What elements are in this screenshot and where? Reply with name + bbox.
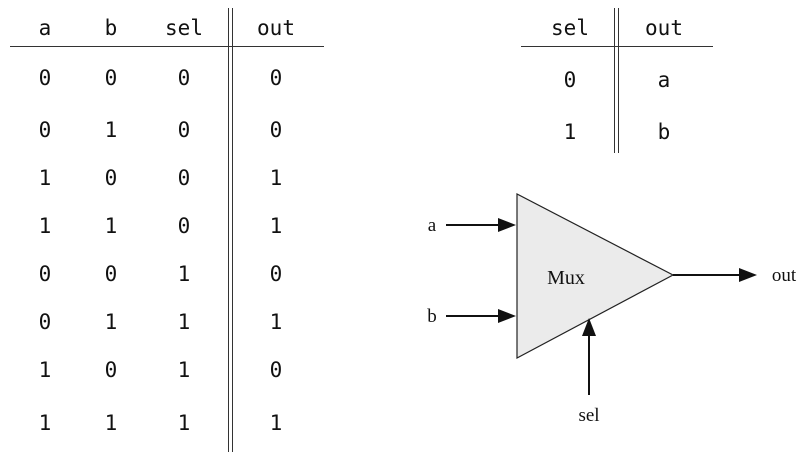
truth-table-cell: 1 (38, 358, 52, 382)
summary-table-cell: b (657, 120, 671, 144)
summary-table-cell: a (657, 68, 671, 92)
truth-table-header-rule (10, 46, 324, 47)
truth-table-header-out: out (257, 16, 295, 40)
truth-table-cell: 1 (104, 310, 118, 334)
truth-table-cell: 0 (177, 166, 191, 190)
truth-table-cell: 0 (177, 118, 191, 142)
truth-table-cell: 0 (104, 262, 118, 286)
truth-table-cell: 1 (38, 166, 52, 190)
truth-table-cell: 1 (269, 166, 283, 190)
input-a-arrowhead (498, 218, 516, 232)
truth-table-cell: 1 (269, 310, 283, 334)
truth-table-header-a: a (38, 16, 52, 40)
truth-table-cell: 0 (177, 214, 191, 238)
truth-table-cell: 1 (177, 262, 191, 286)
summary-table-cell: 1 (563, 120, 577, 144)
truth-table-cell: 0 (38, 310, 52, 334)
truth-table-cell: 0 (269, 66, 283, 90)
output-arrowhead (739, 268, 757, 282)
summary-table-divider-right (618, 8, 619, 153)
truth-table-divider-right (232, 8, 233, 452)
truth-table-cell: 1 (177, 411, 191, 435)
summary-table-header-out: out (645, 16, 683, 40)
truth-table-cell: 1 (104, 118, 118, 142)
truth-table-cell: 0 (104, 66, 118, 90)
mux-label: Mux (547, 267, 585, 289)
input-a-label: a (428, 215, 437, 236)
truth-table-cell: 0 (177, 66, 191, 90)
truth-table-cell: 1 (38, 411, 52, 435)
truth-table-cell: 1 (104, 411, 118, 435)
output-label: out (772, 265, 797, 286)
truth-table-cell: 0 (38, 262, 52, 286)
truth-table-cell: 1 (177, 358, 191, 382)
truth-table-cell: 0 (104, 166, 118, 190)
truth-table-cell: 1 (269, 214, 283, 238)
truth-table-cell: 0 (38, 66, 52, 90)
truth-table-header-sel: sel (165, 16, 203, 40)
mux-block (516, 193, 675, 359)
truth-table-cell: 0 (269, 118, 283, 142)
summary-table-divider-left (614, 8, 615, 153)
truth-table-cell: 0 (269, 358, 283, 382)
input-b-label: b (427, 306, 437, 327)
truth-table-cell: 0 (104, 358, 118, 382)
truth-table-cell: 1 (104, 214, 118, 238)
truth-table-cell: 1 (177, 310, 191, 334)
truth-table-header-b: b (104, 16, 118, 40)
truth-table-divider-left (228, 8, 229, 452)
select-arrowhead (582, 318, 596, 336)
summary-table-header-rule (521, 46, 713, 47)
truth-table-cell: 1 (269, 411, 283, 435)
summary-table-header-sel: sel (551, 16, 589, 40)
input-b-arrowhead (498, 309, 516, 323)
summary-table-cell: 0 (563, 68, 577, 92)
truth-table-cell: 0 (38, 118, 52, 142)
select-label: sel (578, 405, 599, 426)
truth-table-cell: 1 (38, 214, 52, 238)
truth-table-cell: 0 (269, 262, 283, 286)
